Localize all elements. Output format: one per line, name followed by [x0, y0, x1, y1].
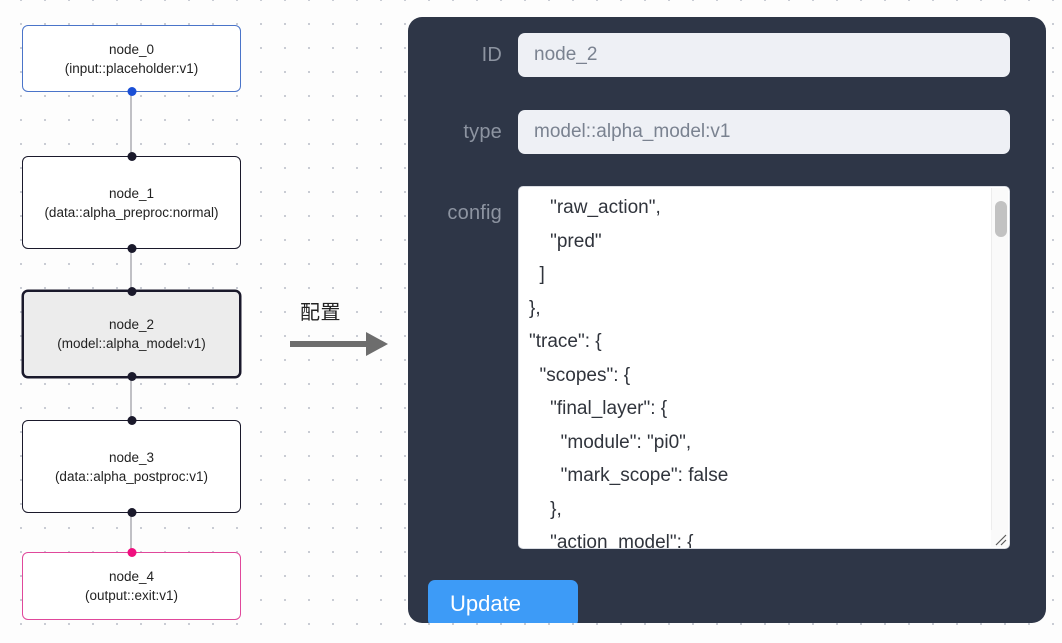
node-handle-target-node_2[interactable]: [127, 287, 136, 296]
right-arrow-icon: [290, 332, 388, 356]
type-input[interactable]: [518, 110, 1010, 154]
configure-annotation: 配置: [288, 296, 398, 364]
node-label-node_4: node_4 (output::exit:v1): [84, 569, 179, 603]
field-row-type: type: [408, 110, 1046, 154]
config-textarea[interactable]: "raw_action", "pred" ] }, "trace": { "sc…: [518, 186, 1010, 549]
field-row-config: config "raw_action", "pred" ] }, "trace"…: [408, 186, 1046, 549]
config-scrollbar[interactable]: [991, 188, 1008, 547]
field-label-type: type: [463, 120, 502, 143]
update-button[interactable]: Update: [428, 580, 578, 623]
field-label-id: ID: [481, 43, 502, 66]
node-label-node_1: node_1 (data::alpha_preproc:normal): [44, 185, 219, 220]
configure-annotation-label: 配置: [300, 300, 341, 324]
graph-node-node_0[interactable]: node_0 (input::placeholder:v1): [22, 25, 241, 96]
node-handle-source-node_2[interactable]: [127, 372, 136, 381]
node-label-node_3: node_3 (data::alpha_postproc:v1): [54, 449, 209, 484]
graph-node-node_2[interactable]: node_2 (model::alpha_model:v1): [22, 287, 241, 381]
node-handle-source-node_1[interactable]: [127, 244, 136, 253]
graph-node-node_1[interactable]: node_1 (data::alpha_preproc:normal): [22, 152, 241, 253]
config-scrollbar-thumb[interactable]: [995, 201, 1007, 237]
graph-node-node_4[interactable]: node_4 (output::exit:v1): [22, 548, 241, 620]
id-input[interactable]: [518, 33, 1010, 77]
resize-grip-icon[interactable]: [991, 530, 1008, 547]
field-label-config: config: [447, 202, 502, 224]
field-row-id: ID: [408, 33, 1046, 77]
node-label-node_2: node_2 (model::alpha_model:v1): [57, 317, 206, 351]
node-handle-target-node_4[interactable]: [127, 548, 136, 557]
node-handle-source-node_3[interactable]: [127, 508, 136, 517]
node-handle-target-node_3[interactable]: [127, 416, 136, 425]
node-handle-source-node_0[interactable]: [127, 87, 136, 96]
graph-node-node_3[interactable]: node_3 (data::alpha_postproc:v1): [22, 416, 241, 517]
node-handle-target-node_1[interactable]: [127, 152, 136, 161]
config-textarea-wrapper: "raw_action", "pred" ] }, "trace": { "sc…: [518, 186, 1010, 549]
node-label-node_0: node_0 (input::placeholder:v1): [64, 41, 199, 76]
node-config-panel: ID type config "raw_action", "pred" ] },…: [408, 17, 1046, 623]
